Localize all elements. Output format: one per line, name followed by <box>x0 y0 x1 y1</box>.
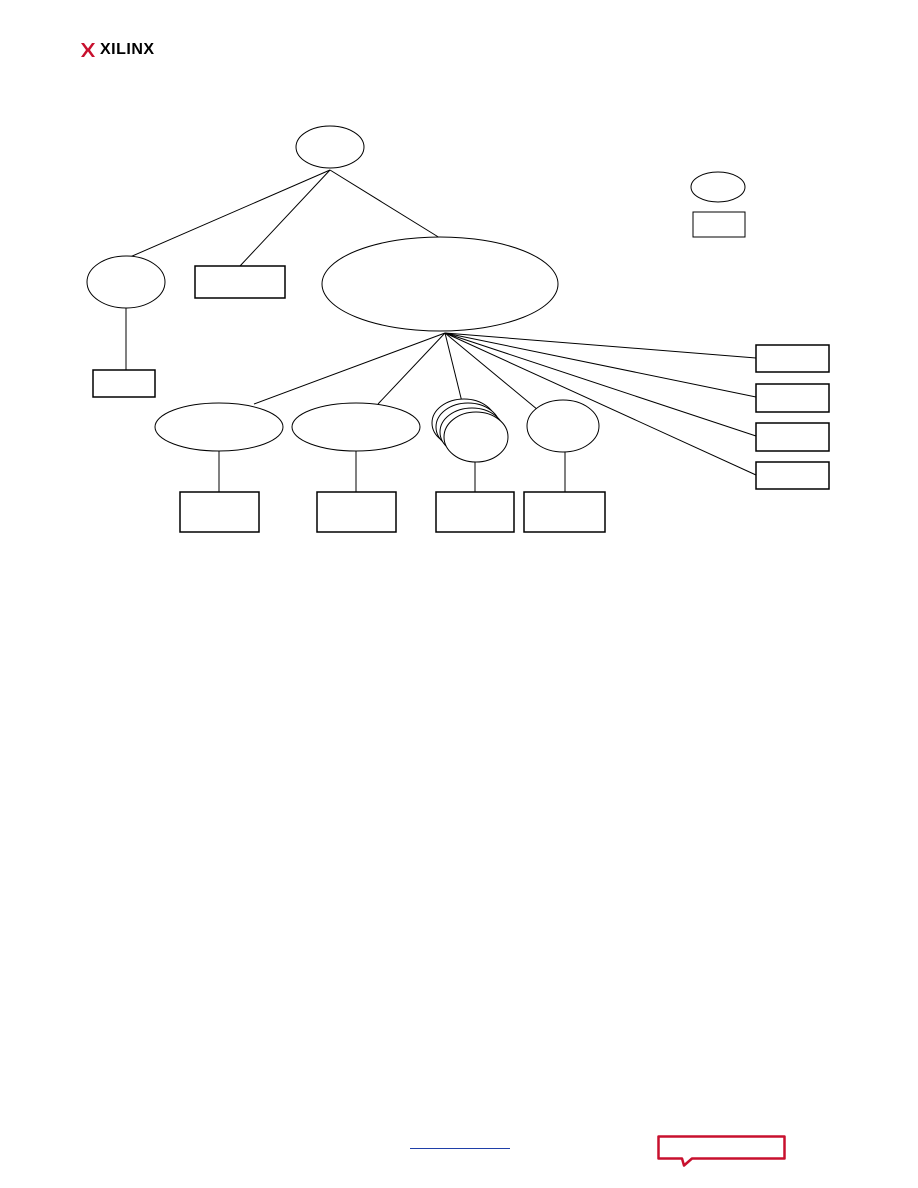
child-box-2 <box>316 491 397 533</box>
root-node <box>295 125 365 169</box>
xilinx-logo: XILINX <box>80 40 155 60</box>
edge-center-right4 <box>444 332 757 476</box>
edge-center-child3 <box>444 332 463 403</box>
child-box-4 <box>523 491 606 533</box>
edge-center-child4 <box>444 332 539 411</box>
child-node-3-stack <box>431 398 509 463</box>
send-feedback-button[interactable] <box>656 1134 788 1168</box>
right-box-2 <box>755 383 830 413</box>
edge-center-child2 <box>377 332 446 405</box>
left-node <box>86 255 166 309</box>
legend-box <box>692 211 746 238</box>
hierarchy-diagram <box>86 125 830 533</box>
edge-root-center <box>329 169 441 239</box>
edge-center-right2 <box>444 332 757 398</box>
footer-link[interactable] <box>410 1136 510 1149</box>
legend-ellipse <box>690 171 746 203</box>
edge-root-left <box>129 169 331 258</box>
child-node-2 <box>291 402 421 452</box>
edge-center-right3 <box>444 332 757 437</box>
edge-root-rootbox <box>239 169 331 267</box>
child-box-3 <box>435 491 515 533</box>
edge-center-child1 <box>253 332 446 405</box>
child-node-4 <box>526 399 600 453</box>
right-box-3 <box>755 422 830 452</box>
child-node-1 <box>154 402 284 452</box>
edge-center-right1 <box>444 332 757 359</box>
center-node <box>321 236 559 332</box>
right-box-1 <box>755 344 830 373</box>
child-box-1 <box>179 491 260 533</box>
xilinx-mark-icon <box>81 43 95 57</box>
right-box-4 <box>755 461 830 490</box>
brand-name: XILINX <box>100 41 155 58</box>
left-node-box <box>92 369 156 398</box>
root-box <box>194 265 286 299</box>
